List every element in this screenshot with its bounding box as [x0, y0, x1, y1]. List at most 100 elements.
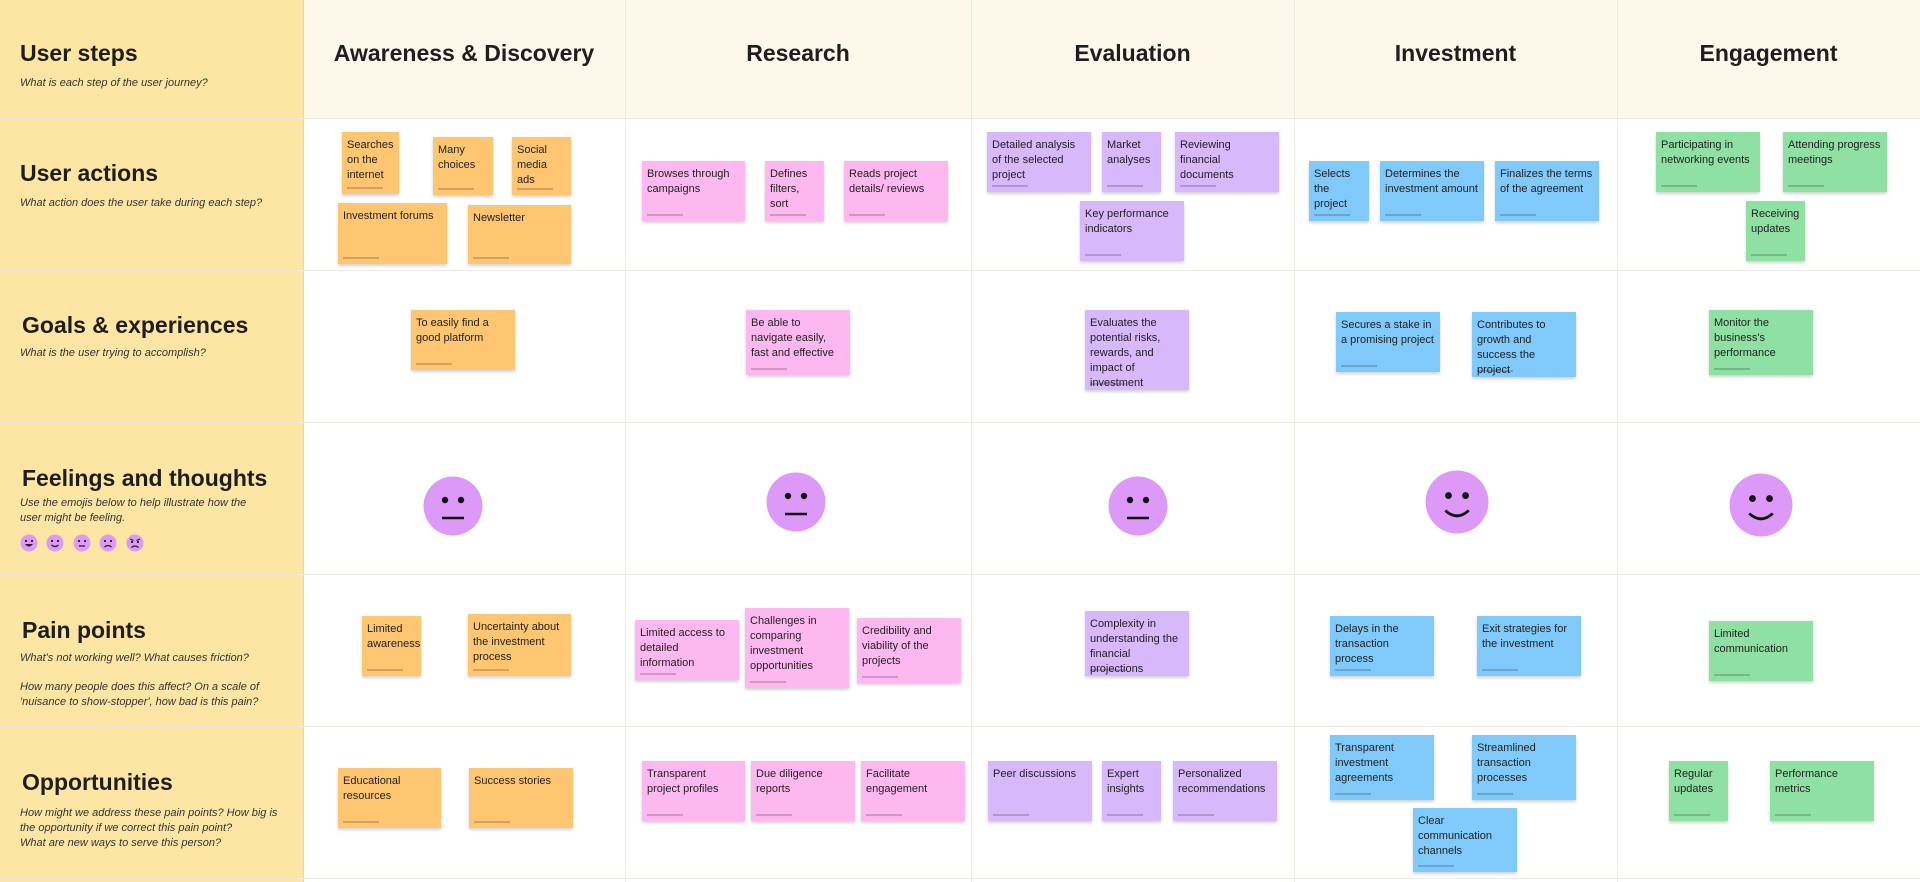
sticky-note[interactable]: Newsletter — [468, 205, 571, 264]
sticky-note[interactable]: Uncertainty about the investment process — [468, 614, 571, 676]
note-author — [474, 821, 510, 823]
sticky-note[interactable]: Reviewing financial documents — [1175, 132, 1279, 192]
sticky-note[interactable]: Selects the project — [1309, 161, 1369, 221]
sticky-note[interactable]: Educational resources — [338, 768, 441, 828]
row-subtitle-user-steps: What is each step of the user journey? — [20, 77, 208, 89]
note-author — [1090, 669, 1126, 671]
sticky-note[interactable]: Secures a stake in a promising project — [1336, 312, 1440, 372]
note-author — [647, 814, 683, 816]
row-subtitle-opportunities: How might we address these pain points? … — [20, 807, 278, 834]
column-title-research: Research — [746, 40, 850, 66]
sticky-note[interactable]: Participating in networking events — [1656, 132, 1760, 192]
sticky-note[interactable]: Credibility and viability of the project… — [857, 618, 961, 683]
row-divider — [0, 878, 1920, 879]
sticky-note[interactable]: Finalizes the terms of the agreement — [1495, 161, 1599, 221]
sticky-note[interactable]: Challenges in comparing investment oppor… — [745, 608, 849, 688]
note-text: Limited access to detailed information — [640, 627, 725, 669]
note-text: Attending progress meetings — [1788, 139, 1881, 166]
sticky-note[interactable]: Personalized recommendations — [1173, 761, 1277, 821]
sticky-note[interactable]: Contributes to growth and success the pr… — [1472, 312, 1576, 377]
sticky-note[interactable]: Complexity in understanding the financia… — [1085, 611, 1189, 676]
column-header-band — [303, 0, 1920, 118]
sticky-note[interactable]: To easily find a good platform — [411, 310, 515, 370]
row-title-pain-points: Pain points — [22, 617, 146, 643]
very-happy-emoji-icon — [20, 534, 38, 552]
sticky-note[interactable]: Regular updates — [1669, 761, 1728, 821]
sticky-note[interactable]: Delays in the transaction process — [1330, 616, 1434, 676]
sticky-note[interactable]: Reads project details/ reviews — [844, 161, 948, 221]
sticky-note[interactable]: Clear communication channels — [1413, 808, 1517, 872]
note-text: Due diligence reports — [756, 768, 823, 795]
sticky-note[interactable]: Social media ads — [512, 137, 571, 195]
sticky-note[interactable]: Limited communication — [1709, 621, 1813, 681]
note-author — [1500, 214, 1536, 216]
note-author — [1335, 793, 1371, 795]
sticky-note[interactable]: Success stories — [469, 768, 573, 828]
row-title-user-actions: User actions — [20, 160, 159, 186]
note-author — [862, 676, 898, 678]
sticky-note[interactable]: Attending progress meetings — [1783, 132, 1887, 192]
sticky-note[interactable]: Browses through campaigns — [642, 161, 745, 221]
row-title-user-steps: User steps — [20, 40, 138, 66]
note-text: Newsletter — [473, 212, 525, 224]
column-title-investment: Investment — [1394, 40, 1517, 66]
note-text: Challenges in comparing investment oppor… — [750, 615, 817, 672]
note-author — [1335, 669, 1371, 671]
note-author — [1418, 865, 1454, 867]
sticky-note[interactable]: Transparent project profiles — [642, 761, 745, 821]
note-text: Limited communication — [1714, 628, 1788, 655]
note-text: Determines the investment amount — [1385, 168, 1478, 195]
sticky-note[interactable]: Peer discussions — [988, 761, 1092, 821]
column-title-engagement: Engagement — [1699, 40, 1838, 66]
note-text: Streamlined transaction processes — [1477, 742, 1536, 784]
note-text: Monitor the business's performance — [1714, 317, 1776, 359]
note-author — [866, 814, 902, 816]
sticky-note[interactable]: Determines the investment amount — [1380, 161, 1484, 221]
note-author — [1107, 185, 1143, 187]
note-text: Success stories — [474, 775, 552, 787]
note-author — [1085, 254, 1121, 256]
note-author — [1385, 214, 1421, 216]
row-subtitle-feelings: Use the emojis below to help illustrate … — [20, 497, 247, 524]
sticky-note[interactable]: Be able to navigate easily, fast and eff… — [746, 310, 850, 375]
note-text: Evaluates the potential risks, rewards, … — [1090, 317, 1161, 389]
row-divider — [0, 726, 1920, 727]
sticky-note[interactable]: Limited awareness — [362, 616, 421, 676]
sticky-note[interactable]: Defines filters, sort — [765, 161, 824, 221]
happy-emoji-icon — [1729, 473, 1793, 537]
note-author — [770, 214, 806, 216]
note-author — [473, 257, 509, 259]
sticky-note[interactable]: Limited access to detailed information — [635, 620, 739, 680]
sticky-note[interactable]: Evaluates the potential risks, rewards, … — [1085, 310, 1189, 390]
angry-emoji-icon — [126, 534, 144, 552]
sticky-note[interactable]: Key performance indicators — [1080, 201, 1184, 261]
note-author — [992, 185, 1028, 187]
note-author — [640, 673, 676, 675]
note-text: Credibility and viability of the project… — [862, 625, 932, 667]
sticky-note[interactable]: Streamlined transaction processes — [1472, 735, 1576, 800]
neutral-emoji-icon — [73, 534, 91, 552]
sticky-note[interactable]: Facilitate engagement — [861, 761, 965, 821]
sticky-note[interactable]: Transparent investment agreements — [1330, 735, 1434, 800]
note-author — [343, 821, 379, 823]
sticky-note[interactable]: Performance metrics — [1770, 761, 1874, 821]
note-text: Contributes to growth and success the pr… — [1477, 319, 1546, 376]
sticky-note[interactable]: Investment forums — [338, 203, 447, 264]
note-text: Facilitate engagement — [866, 768, 928, 795]
sticky-note[interactable]: Receiving updates — [1746, 201, 1805, 261]
sticky-note[interactable]: Exit strategies for the investment — [1477, 616, 1581, 676]
sticky-note[interactable]: Due diligence reports — [751, 761, 855, 821]
sticky-note[interactable]: Expert insights — [1102, 761, 1161, 821]
sticky-note[interactable]: Many choices — [433, 137, 493, 195]
note-text: Social media ads — [517, 144, 547, 186]
note-text: Searches on the internet — [347, 139, 394, 181]
sticky-note[interactable]: Searches on the internet — [342, 132, 399, 194]
note-text: Reviewing financial documents — [1180, 139, 1234, 181]
note-author — [1090, 383, 1126, 385]
sticky-note[interactable]: Detailed analysis of the selected projec… — [987, 132, 1091, 192]
sticky-note[interactable]: Monitor the business's performance — [1709, 310, 1813, 375]
sad-emoji-icon — [99, 534, 117, 552]
note-author — [849, 214, 885, 216]
note-author — [1751, 254, 1787, 256]
sticky-note[interactable]: Market analyses — [1102, 132, 1161, 192]
